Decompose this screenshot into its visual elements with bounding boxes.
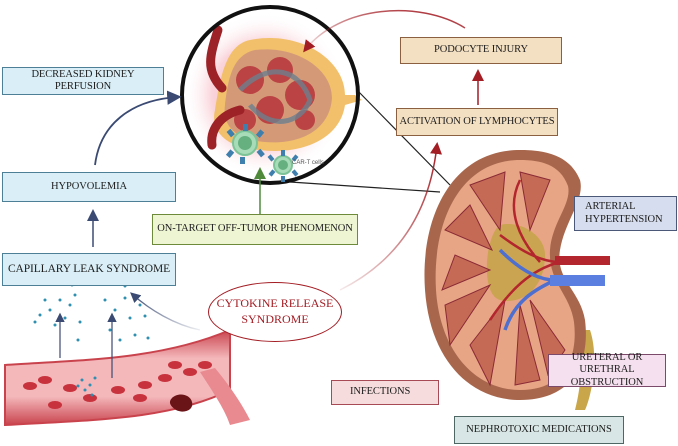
- arrow-hypovolemia-to-perfusion: [94, 90, 182, 166]
- node-nephrotoxic-medications: NEPHROTOXIC MEDICATIONS: [454, 416, 624, 444]
- vein-stem: [550, 275, 605, 286]
- glomerulus-illustration: [180, 5, 362, 185]
- node-podocyte-injury: PODOCYTE INJURY: [400, 37, 562, 64]
- kidney-illustration: [424, 150, 610, 410]
- car-t-cell-1: [225, 124, 265, 164]
- node-hypovolemia: HYPOVOLEMIA: [2, 172, 176, 202]
- efferent-arteriole: [207, 105, 245, 150]
- node-arterial-hypertension: ARTERIAL HYPERTENSION: [574, 196, 677, 231]
- medullary-pyramids: [441, 171, 566, 387]
- afferent-arteriole: [206, 25, 227, 93]
- cytokine-particles: [33, 283, 150, 397]
- artery-stem: [555, 256, 610, 265]
- zoom-circle-border: [180, 5, 360, 185]
- arrow-crs-to-lymphocytes: [339, 142, 442, 291]
- blood-vessel-illustration: [4, 328, 250, 427]
- zoom-connector-bottom: [289, 181, 441, 193]
- car-t-cell-2: [267, 150, 299, 182]
- node-on-target-off-tumor: ON-TARGET OFF-TUMOR PHENOMENON: [152, 214, 358, 245]
- red-blood-cells: [23, 361, 212, 409]
- node-ureteral-obstruction: URETERAL OR URETHRAL OBSTRUCTION: [548, 352, 666, 388]
- car-t-cells-label: CAR-T cells: [292, 160, 324, 166]
- node-activation-of-lymphocytes: ACTIVATION OF LYMPHOCYTES: [396, 108, 558, 136]
- node-decreased-kidney-perfusion: DECREASED KIDNEY PERFUSION: [2, 67, 164, 95]
- arrow-podocyte-to-glomerulus: [303, 9, 466, 53]
- arrow-crs-to-capillary-leak: [130, 292, 201, 331]
- node-infections: INFECTIONS: [331, 380, 439, 405]
- zoom-connector-top: [354, 87, 451, 186]
- node-cytokine-release-syndrome: CYTOKINE RELEASE SYNDROME: [208, 282, 342, 342]
- blood-clot: [169, 394, 193, 412]
- node-capillary-leak-syndrome: CAPILLARY LEAK SYNDROME: [2, 253, 176, 286]
